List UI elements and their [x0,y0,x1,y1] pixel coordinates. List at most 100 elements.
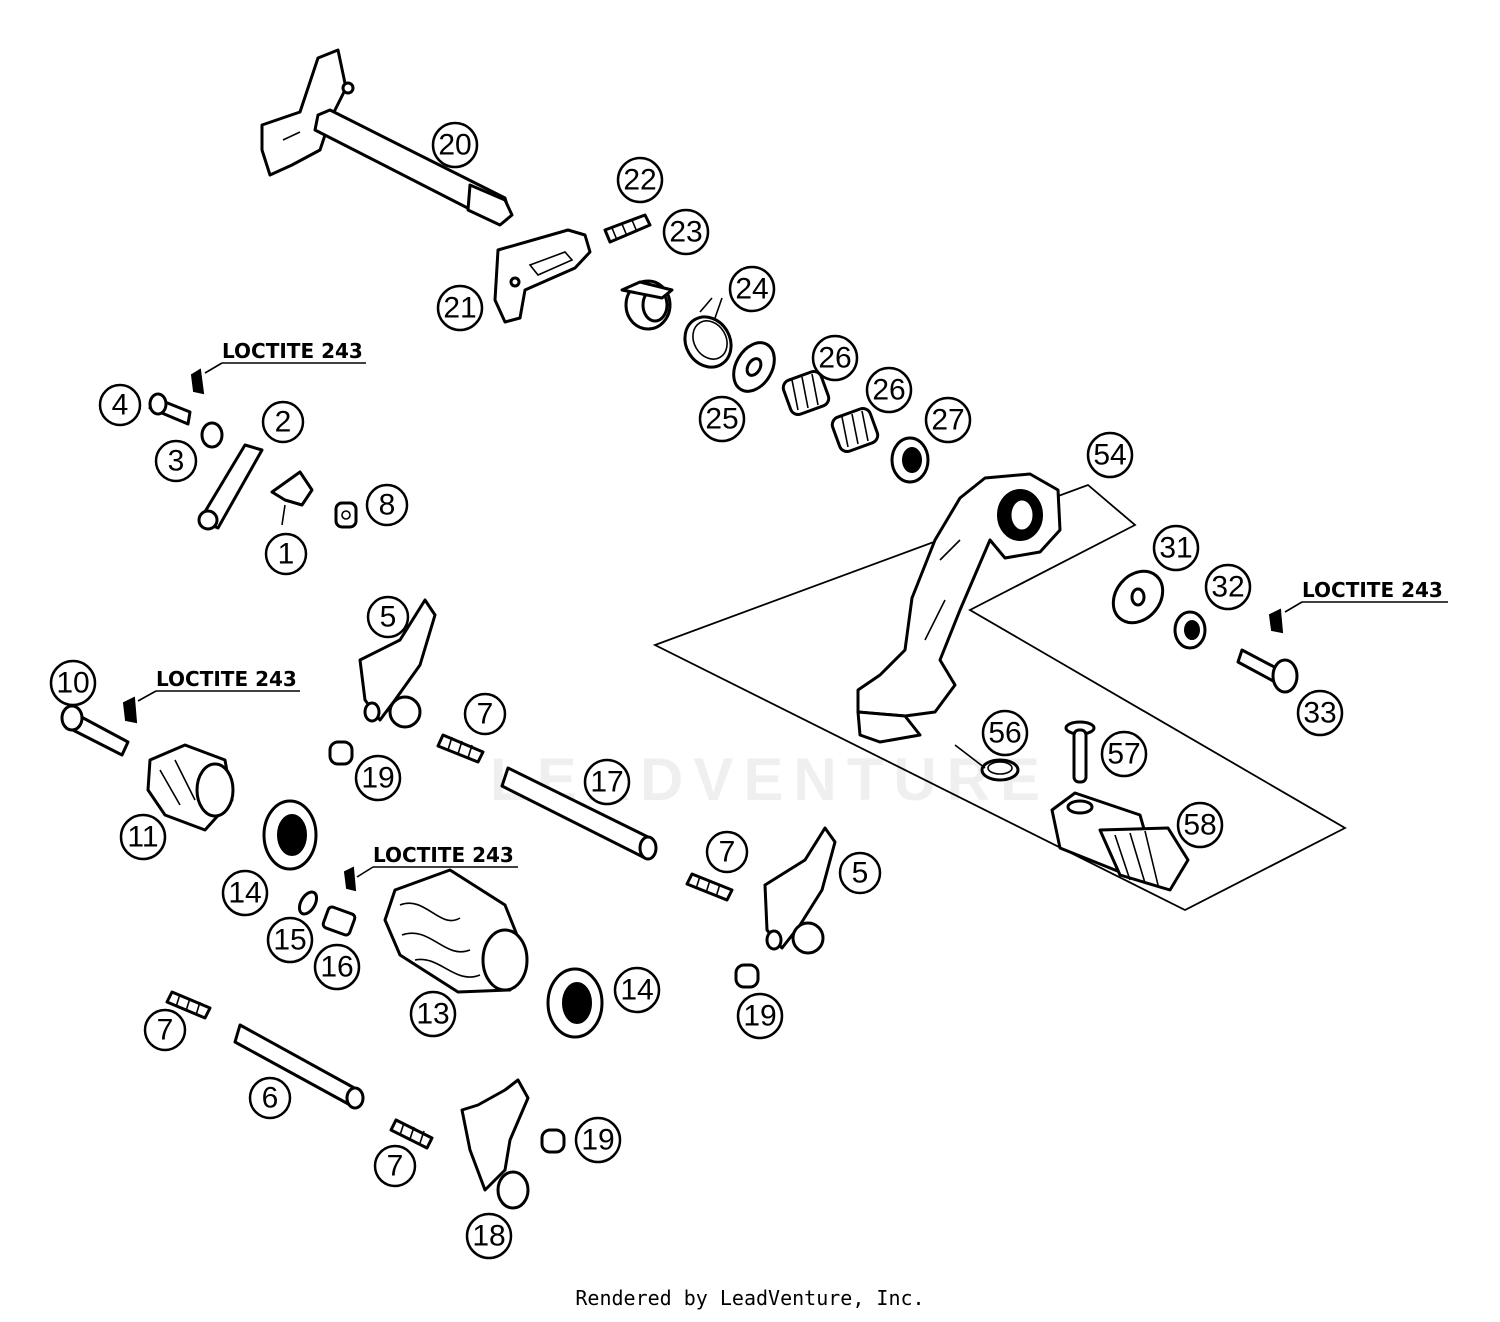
part-7-spring-b [685,872,734,902]
svg-text:7: 7 [157,1014,174,1047]
part-19-roller-c [540,1128,566,1154]
svg-text:2: 2 [275,406,292,439]
callout-14b: 14 [613,966,661,1014]
callout-54: 54 [1086,431,1134,479]
svg-text:19: 19 [361,762,394,795]
part-3-washer [200,421,224,449]
svg-text:7: 7 [719,836,736,869]
footer-credit: Rendered by LeadVenture, Inc. [575,1286,925,1310]
part-25-washer [732,341,776,393]
part-23-clip [620,279,674,331]
part-5-shift-fork-a [358,598,437,729]
svg-text:26: 26 [872,374,905,407]
callout-32: 32 [1204,563,1252,611]
svg-text:56: 56 [988,717,1021,750]
svg-text:5: 5 [380,601,397,634]
svg-text:LOCTITE 243: LOCTITE 243 [222,339,363,363]
svg-text:3: 3 [168,445,185,478]
svg-text:54: 54 [1093,439,1126,472]
loctite-note-2: LOCTITE 243 [1284,578,1448,613]
callout-19c: 19 [574,1116,622,1164]
svg-text:58: 58 [1183,809,1216,842]
svg-text:19: 19 [581,1124,614,1157]
svg-text:1: 1 [278,538,295,571]
part-5-shift-fork-b [763,826,837,955]
part-4-bolt [148,368,205,426]
loctite-note-4: LOCTITE 243 [356,843,518,878]
part-7-spring-d [389,1118,434,1150]
svg-text:32: 32 [1211,571,1244,604]
callout-58: 58 [1176,801,1224,849]
part-17-rod [500,766,658,861]
svg-text:8: 8 [379,489,396,522]
svg-text:14: 14 [620,974,653,1007]
part-27-seal [890,436,930,484]
svg-text:22: 22 [623,164,656,197]
callout-8: 8 [365,483,409,527]
part-1-spring [270,470,314,526]
svg-text:24: 24 [735,273,768,306]
svg-text:18: 18 [472,1220,505,1253]
callout-17: 17 [583,758,631,806]
callout-18: 18 [465,1212,513,1260]
callout-7c: 7 [143,1008,187,1052]
svg-text:LOCTITE 243: LOCTITE 243 [156,667,297,691]
svg-text:14: 14 [228,877,261,910]
part-26-bearing-a [781,369,831,417]
part-10-bolt [60,696,138,757]
callout-27: 27 [924,396,972,444]
loctite-note-1: LOCTITE 243 [204,339,366,374]
callout-7a: 7 [463,692,507,736]
part-8-roller [334,501,358,529]
svg-text:11: 11 [127,821,158,854]
callout-31: 31 [1152,524,1200,572]
part-20-shift-shaft [260,48,514,227]
callout-13: 13 [409,990,457,1038]
callout-19a: 19 [354,754,402,802]
svg-text:15: 15 [273,924,306,957]
part-32-nut [1173,610,1207,650]
part-7-spring-c [165,990,212,1020]
part-54-shift-lever-group [652,472,1347,912]
svg-text:LOCTITE 243: LOCTITE 243 [1302,578,1443,602]
svg-text:33: 33 [1303,697,1336,730]
callout-4: 4 [98,383,142,427]
part-19-roller-b [734,963,760,989]
part-57-pin [1064,720,1096,784]
callout-1: 1 [264,532,308,576]
callout-11: 11 [119,813,167,861]
part-18-shift-fork [460,1078,530,1210]
callout-25: 25 [698,395,746,443]
watermark: LEADVENTURE [490,746,1050,813]
part-13-shift-drum [383,868,529,994]
part-33-bolt [1236,608,1299,694]
callout-19b: 19 [736,992,784,1040]
svg-text:17: 17 [590,766,623,799]
svg-text:20: 20 [438,129,471,162]
callout-10: 10 [49,659,97,707]
callout-26a: 26 [811,334,859,382]
part-58-foot-peg [1050,791,1190,892]
callout-20: 20 [431,121,479,169]
callout-6: 6 [248,1076,292,1120]
svg-text:7: 7 [387,1150,404,1183]
callout-16: 16 [313,943,361,991]
svg-text:31: 31 [1159,532,1192,565]
svg-text:21: 21 [443,292,476,325]
callout-3: 3 [154,439,198,483]
part-22-spring [603,213,652,244]
svg-text:19: 19 [743,1000,776,1033]
svg-text:5: 5 [852,857,869,890]
callout-24: 24 [728,265,776,313]
part-6-rod [233,1023,365,1110]
part-21-lever-plate [493,228,592,324]
callout-5b: 5 [838,851,882,895]
part-26-bearing-b [830,406,880,454]
svg-text:6: 6 [262,1082,279,1115]
callout-2: 2 [261,400,305,444]
part-15-spring-plate [297,890,319,916]
svg-text:7: 7 [477,698,494,731]
svg-text:10: 10 [56,667,89,700]
callout-33: 33 [1296,689,1344,737]
